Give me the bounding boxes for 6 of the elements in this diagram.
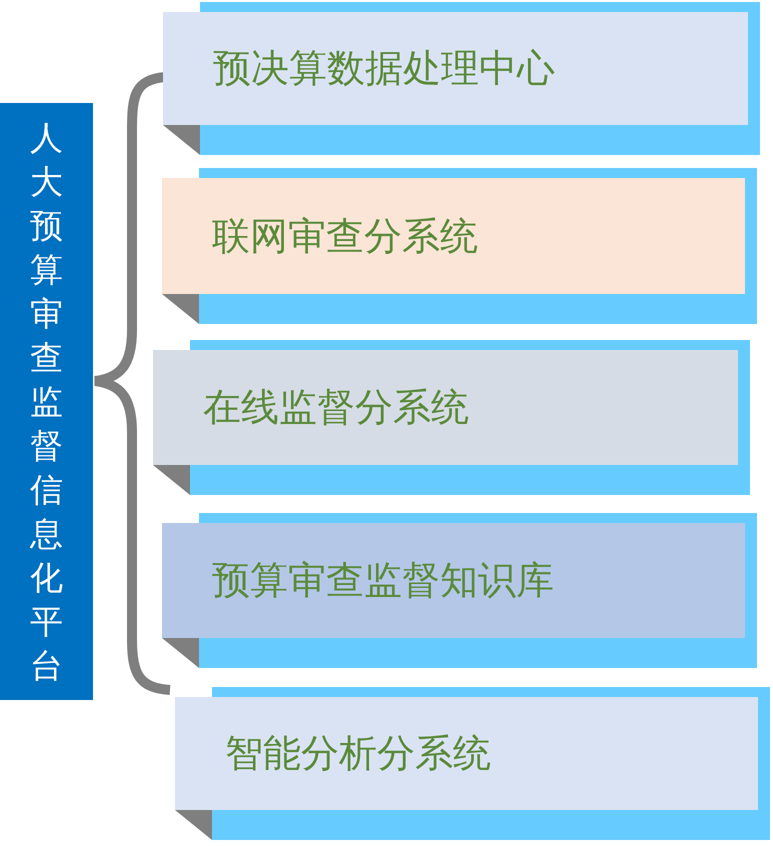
- system-box: 预决算数据处理中心: [163, 12, 748, 125]
- system-box: 在线监督分系统: [153, 350, 738, 465]
- system-box: 预算审查监督知识库: [162, 523, 745, 638]
- system-box: 智能分析分系统: [175, 697, 758, 810]
- system-box: 联网审查分系统: [162, 178, 745, 294]
- platform-box: 人大预算审查监督信息化平台: [0, 103, 93, 700]
